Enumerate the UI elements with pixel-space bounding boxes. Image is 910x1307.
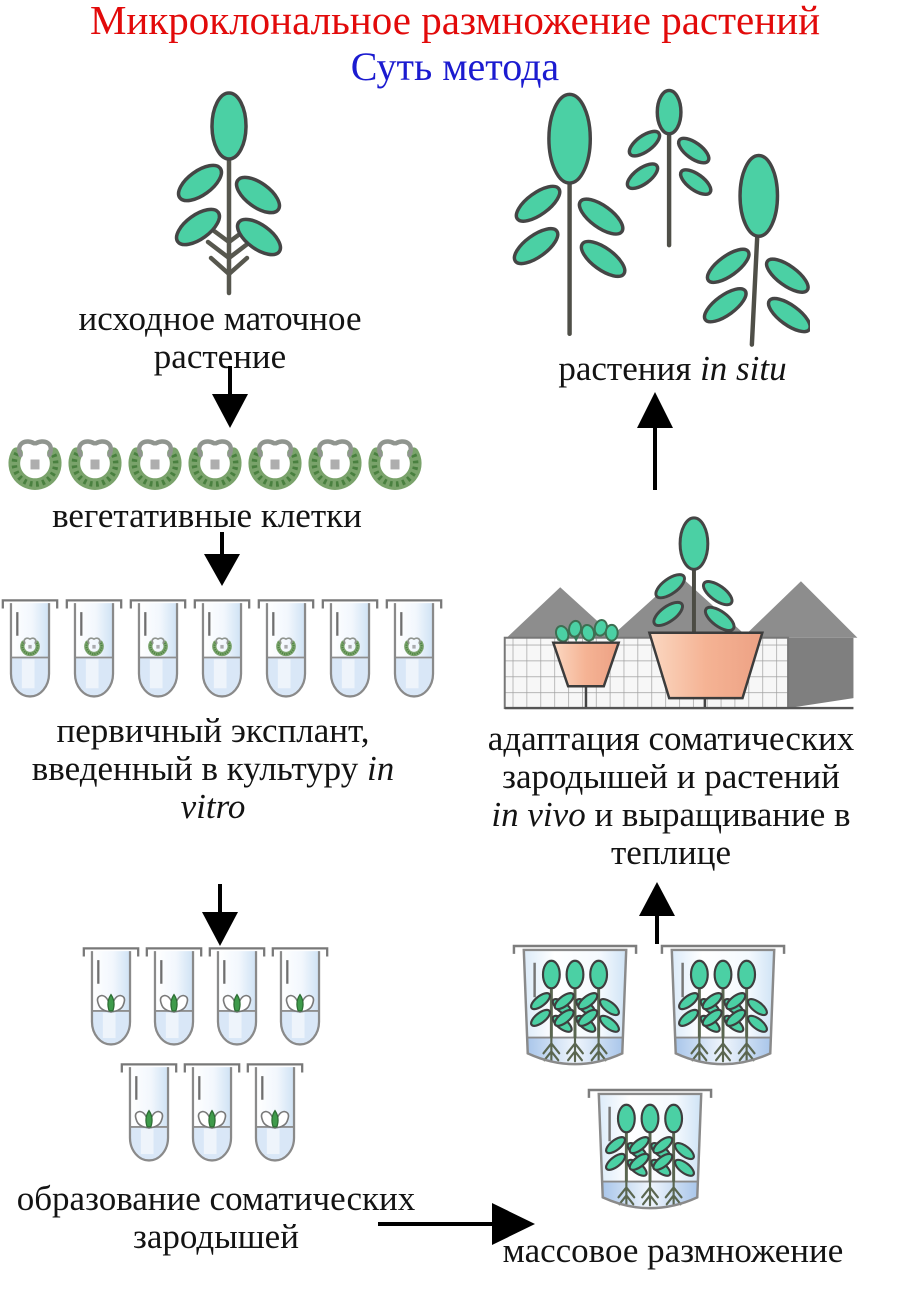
somatic-test-tube-icon (183, 1056, 241, 1167)
mass-beaker-icon (510, 938, 640, 1082)
mass-beaker-icon (658, 938, 788, 1082)
vegetative-cell-icon (308, 436, 362, 492)
arrow-down-to-cells-icon (212, 366, 248, 428)
arrow-down-to-explant-icon (204, 532, 240, 586)
page-subtitle: Суть метода (350, 44, 560, 89)
page-title: Микроклональное размножение растений (89, 0, 821, 43)
explant-test-tube-icon (1, 592, 59, 703)
mass-propagation-label: массовое размножение (502, 1231, 844, 1270)
vegetative-cell-icon (248, 436, 302, 492)
explant-test-tube-icon (385, 592, 443, 703)
explant-test-tube-icon (193, 592, 251, 703)
insitu-plants-illustration (475, 85, 810, 357)
explant-label: первичный эксплант, введенный в культуру… (31, 711, 395, 826)
somatic-test-tube-icon (271, 940, 329, 1051)
mass-beakers-row (510, 938, 788, 1082)
somatic-test-tube-icon (208, 940, 266, 1051)
vegetative-cell-icon (68, 436, 122, 492)
mother-plant-illustration (156, 86, 301, 301)
somatic-tubes-row-2 (120, 1056, 304, 1167)
insitu-plants-label: растения in situ (558, 349, 787, 388)
arrow-up-to-greenhouse-icon (639, 882, 675, 944)
vegetative-cell-icon (368, 436, 422, 492)
explant-test-tube-icon (257, 592, 315, 703)
mass-beaker-bottom (585, 1082, 715, 1226)
somatic-tubes-row-1 (82, 940, 329, 1051)
arrow-right-to-mass-icon (378, 1203, 535, 1245)
arrow-down-to-somatic-icon (202, 884, 238, 946)
somatic-embryos-label: образование соматических зародышей (16, 1179, 416, 1256)
vegetative-cell-icon (128, 436, 182, 492)
vegetative-cell-icon (188, 436, 242, 492)
arrow-up-to-insitu-icon (637, 392, 673, 490)
somatic-test-tube-icon (246, 1056, 304, 1167)
greenhouse-illustration (497, 502, 882, 715)
vegetative-cells-row (8, 436, 422, 492)
explant-test-tube-icon (321, 592, 379, 703)
somatic-test-tube-icon (82, 940, 140, 1051)
explant-test-tube-icon (65, 592, 123, 703)
explant-test-tube-icon (129, 592, 187, 703)
adaptation-label: адаптация соматических зародышей и расте… (487, 719, 855, 872)
mother-plant-label: исходное маточное растение (78, 299, 362, 376)
mass-beaker-icon (585, 1082, 715, 1226)
vegetative-cell-icon (8, 436, 62, 492)
somatic-test-tube-icon (120, 1056, 178, 1167)
somatic-test-tube-icon (145, 940, 203, 1051)
vegetative-cells-label: вегетативные клетки (52, 496, 362, 535)
explant-tubes-row (1, 592, 443, 703)
